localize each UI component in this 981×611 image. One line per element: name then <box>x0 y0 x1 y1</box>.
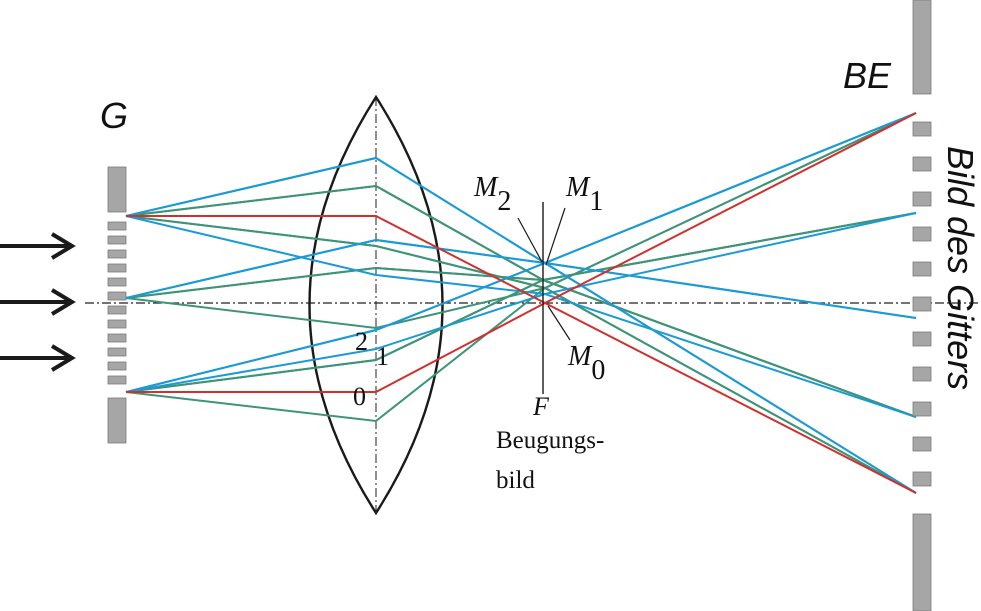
image-plane-label: BE <box>843 55 892 96</box>
incoming-light-arrows <box>0 232 76 372</box>
right-arrow-icon <box>0 344 76 372</box>
m0-label: M0 <box>567 341 605 386</box>
m1-letter: M <box>565 172 591 203</box>
second-order-rays <box>125 112 917 494</box>
grating-label: G <box>100 95 128 136</box>
zero-order-rays <box>126 112 917 494</box>
m0-sub: 0 <box>591 355 605 386</box>
right-arrow-icon <box>0 288 76 316</box>
order-1-label: 1 <box>376 342 389 371</box>
order-0-label: 0 <box>353 382 366 411</box>
m2-sub: 2 <box>497 186 511 217</box>
m1-sub: 1 <box>589 186 603 217</box>
grating <box>107 166 127 444</box>
m0-letter: M <box>567 341 593 372</box>
m1-label: M1 <box>565 172 603 217</box>
first-order-rays <box>125 112 917 494</box>
focus-label: F <box>532 392 550 421</box>
right-arrow-icon <box>0 232 76 260</box>
order-2-label: 2 <box>355 327 368 356</box>
image-plane <box>912 0 932 611</box>
image-caption: Bild des Gitters <box>940 146 981 390</box>
diffraction-label-line1: Beugungs- <box>496 427 604 454</box>
diffraction-label-line2: bild <box>496 467 535 494</box>
m2-letter: M <box>473 172 499 203</box>
label-pointers <box>517 207 571 341</box>
m2-label: M2 <box>473 172 511 217</box>
